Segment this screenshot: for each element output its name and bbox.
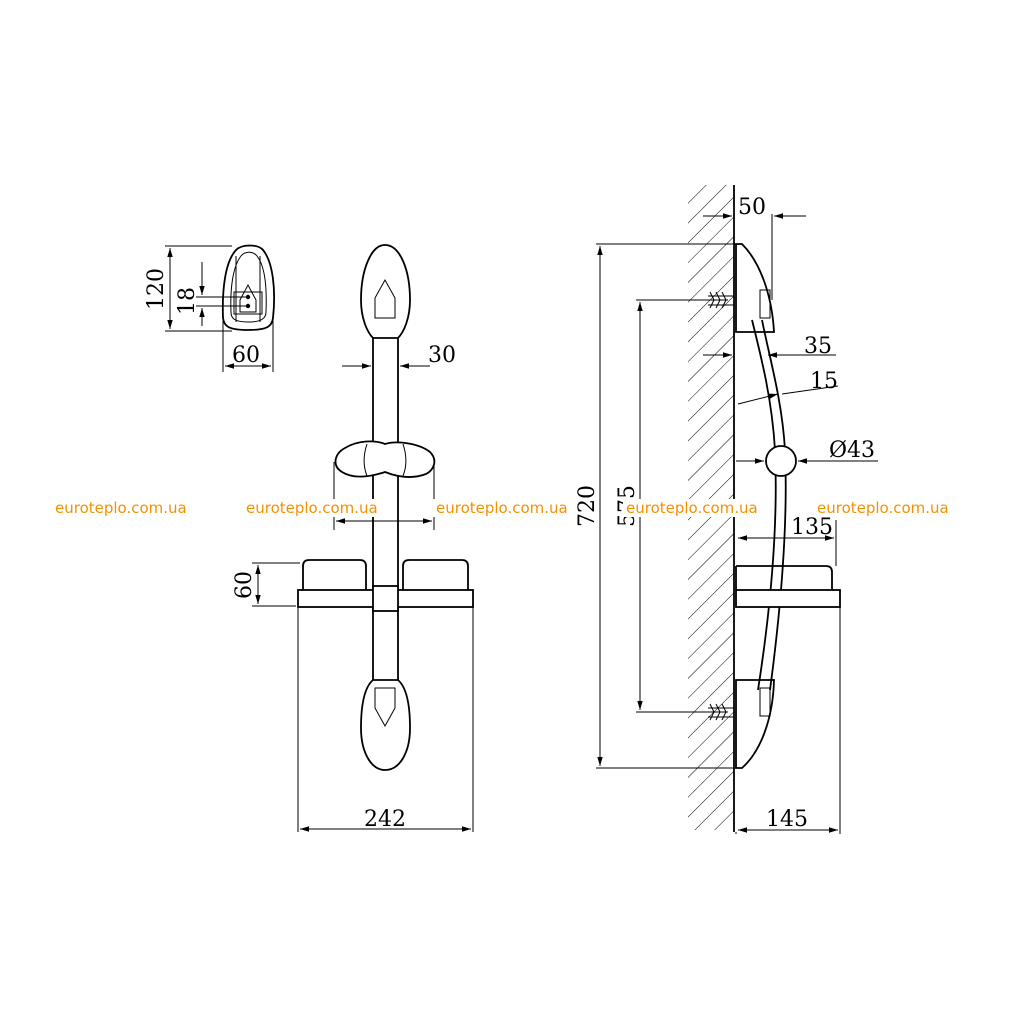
- soap-dish-left-rail: [302, 559, 367, 590]
- bottom-bracket-window: [374, 687, 396, 728]
- slider-grip-lines: [363, 443, 407, 477]
- holder-inner-outline: [230, 251, 267, 323]
- holder-body-outline: [221, 244, 276, 331]
- holder-plate: [233, 291, 263, 315]
- watermark-1: euroteplo.com.ua: [52, 499, 190, 517]
- dim-holder-width: 60: [232, 343, 260, 368]
- dim-bar-offset: 35: [804, 334, 832, 359]
- front-view: 30 135 60 242: [232, 244, 489, 832]
- holder-detail-view: 120 18 60: [144, 244, 276, 372]
- side-slider-ball: [765, 445, 797, 477]
- dim-bar-diameter: 30: [428, 343, 456, 368]
- dim-side-dish-depth: 145: [766, 807, 808, 832]
- slider: [334, 440, 436, 478]
- dim-hole-spacing: 18: [175, 287, 200, 315]
- side-view: 50 35 15 Ø43 720 575 135 145: [575, 185, 878, 834]
- dim-hose-offset: 15: [810, 369, 838, 394]
- dim-wall-offset: 50: [738, 195, 766, 220]
- dim-dish-height: 60: [232, 571, 257, 599]
- dim-ball-diameter: Ø43: [829, 438, 875, 463]
- top-bracket-window: [374, 278, 396, 319]
- watermark-5: euroteplo.com.ua: [814, 499, 952, 517]
- holder-screw-hole-bottom: [245, 303, 251, 309]
- holder-screw-hole-top: [245, 294, 251, 300]
- watermark-2: euroteplo.com.ua: [243, 499, 381, 517]
- dim-dish-width: 242: [364, 807, 406, 832]
- watermark-4: euroteplo.com.ua: [623, 499, 761, 517]
- dim-side-slider-depth: 135: [791, 515, 833, 540]
- soap-dish-clamp: [372, 585, 399, 612]
- top-bracket: [360, 244, 411, 339]
- side-top-bracket: [735, 243, 775, 333]
- side-dish-tray: [735, 589, 841, 608]
- dim-total-height: 720: [575, 485, 600, 527]
- watermark-3: euroteplo.com.ua: [433, 499, 571, 517]
- side-dish-rail: [735, 565, 833, 590]
- side-bottom-bracket: [735, 679, 775, 769]
- holder-window: [239, 283, 257, 313]
- dim-holder-height: 120: [144, 268, 169, 310]
- side-top-bracket-window: [759, 289, 771, 319]
- soap-dish-right-rail: [402, 559, 469, 590]
- side-bottom-bracket-window: [759, 687, 771, 717]
